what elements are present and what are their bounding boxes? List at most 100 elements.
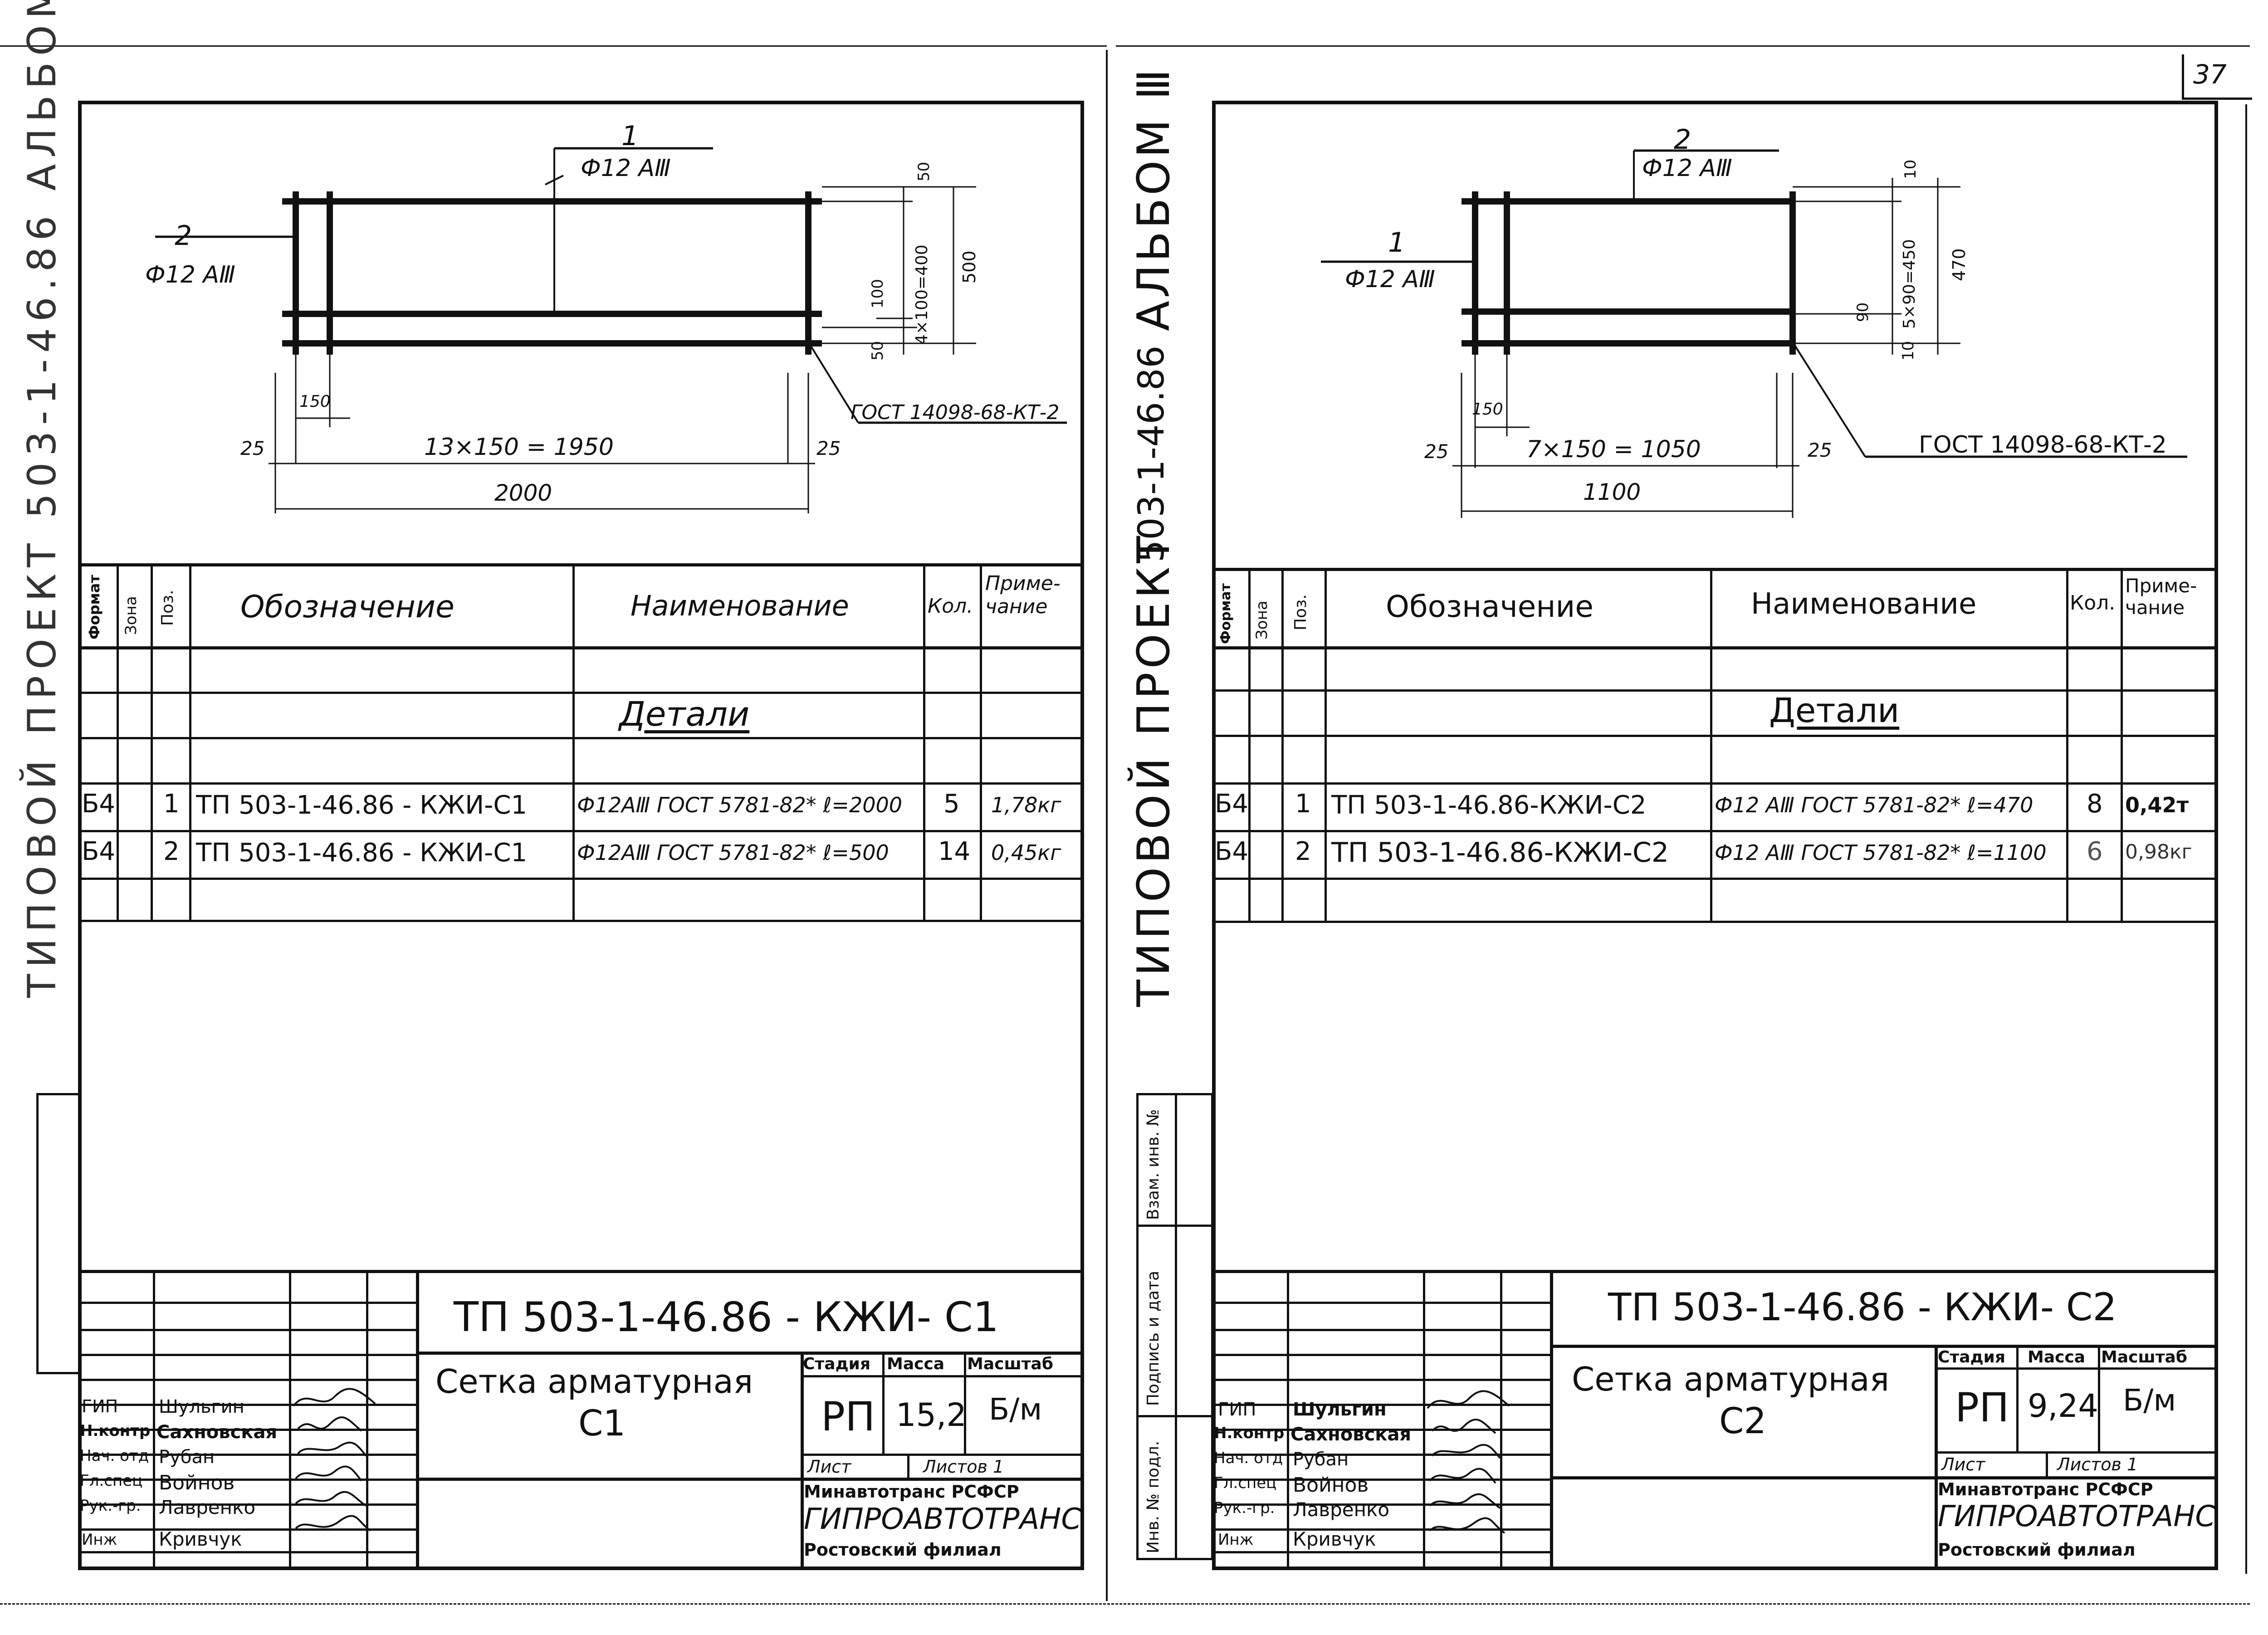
sheet-1-dim-step: 150 <box>299 392 331 411</box>
sheet-1-sheets-label: Листов 1 <box>923 1457 1004 1477</box>
sheet-2-role-3: Гл.спец <box>1214 1474 1277 1492</box>
sheet-1-dim-v-total: 500 <box>959 250 979 283</box>
sheet-2-sheets-label: Листов 1 <box>2057 1454 2138 1474</box>
sheet-2-header-pos: Поз. <box>1291 594 1310 630</box>
sheet-1-sheet-label: Лист <box>807 1457 851 1477</box>
sheet-1-name-1: Сахновская <box>156 1422 278 1443</box>
sheet-2-dim-left: 25 <box>1424 440 1449 463</box>
sheet-1-doc-title: Сетка арматурная <box>435 1362 753 1401</box>
sheet-2-header-qty: Кол. <box>2070 591 2116 615</box>
sheet-2-header-name: Наименование <box>1751 587 1977 621</box>
sheet-2-header-format: Формат <box>1218 583 1234 644</box>
sheet-2-role-4: Рук.-гр. <box>1214 1499 1275 1517</box>
sheet-1-dim-left: 25 <box>240 437 265 459</box>
sheet-1-header-designation: Обозначение <box>240 589 455 625</box>
sheet-1-row-1-qty: 5 <box>943 789 960 819</box>
sheet-2-name-5: Кривчук <box>1293 1528 1376 1550</box>
sheet-1-role-1: Н.контр <box>80 1422 151 1440</box>
sheet-1-branch: Ростовский филиал <box>804 1540 1002 1560</box>
sheet-1-scale-label: Масштаб <box>967 1355 1053 1373</box>
top-edge-line <box>0 45 1107 47</box>
sheet-1-dim-v-bot: 50 <box>869 341 887 361</box>
sheet-2-row-2-name: Ф12 АⅢ ГОСТ 5781-82* ℓ=1100 <box>1715 840 2047 865</box>
sheet-2-stage-label: Стадия <box>1938 1348 2005 1367</box>
page-number-box <box>2182 54 2252 100</box>
sheet-1-row-1-pos: 1 <box>163 789 180 819</box>
sheet-1-pos-1-label: 1 <box>621 120 639 152</box>
sheet-2-scale: Б/м <box>2123 1383 2176 1418</box>
bottom-edge-line <box>0 1603 2250 1605</box>
sheet-2-row-2-designation: ТП 503-1-46.86-КЖИ-С2 <box>1331 837 1669 869</box>
sheet-1-frame <box>78 101 1084 1570</box>
stamp-label-inv-orig: Инв. № подл. <box>1144 1440 1163 1553</box>
sheet-2-name-4: Лавренко <box>1293 1498 1390 1521</box>
sheet-1-header-name: Наименование <box>631 589 849 622</box>
sheet-1-name-3: Войнов <box>159 1471 235 1494</box>
sheet-2-row-1-format: Б4 <box>1215 789 1249 819</box>
sheet-2-branch: Ростовский филиал <box>1938 1540 2136 1560</box>
sheet-2-row-2-pos: 2 <box>1295 837 1311 866</box>
sheet-1-mesh-drawing <box>155 147 1067 513</box>
sheet-2-bar-left-label: Ф12 АⅢ <box>1345 266 1435 293</box>
sheet-1-role-4: Рук.-гр. <box>80 1497 141 1515</box>
stamp-label-inv-replace: Взам. инв. № <box>1144 1109 1163 1220</box>
sheet-1-dim-v-mid: 4×100=400 <box>913 244 931 345</box>
sheet-1-header-qty: Кол. <box>928 595 973 618</box>
top-edge-line <box>1116 45 2250 47</box>
sheet-2-dim-right: 25 <box>1808 439 1832 461</box>
sheet-2-dim-v-total: 470 <box>1949 248 1969 281</box>
sheet-2-mesh-drawing <box>1321 149 2187 518</box>
sheet-2-sheet-label: Лист <box>1941 1454 1985 1474</box>
sheet-1-doc-subtitle: С1 <box>578 1403 626 1444</box>
sheet-2-row-2-qty: 6 <box>2087 837 2103 866</box>
sheet-2-row-1-qty: 8 <box>2087 789 2103 819</box>
sheet-1-doc-code: ТП 503-1-46.86 - КЖИ- С1 <box>454 1293 999 1341</box>
sheet-1-mass: 15,2 <box>896 1396 967 1434</box>
sheet-2-role-1: Н.контр <box>1214 1424 1285 1442</box>
sheet-2-doc-subtitle: С2 <box>1719 1401 1767 1442</box>
sheet-2-row-1-designation: ТП 503-1-46.86-КЖИ-С2 <box>1331 791 1647 820</box>
sheet-1-weld-note: ГОСТ 14098-68-КТ-2 <box>850 401 1060 424</box>
sheet-1-bar-top-label: Ф12 АⅢ <box>581 155 671 182</box>
sheet-1-dim-right: 25 <box>816 437 841 459</box>
sheet-1-row-2-pos: 2 <box>163 837 180 866</box>
sheet-1-section-title: Детали <box>619 695 750 734</box>
sheet-1-ministry: Минавтотранс РСФСР <box>804 1482 1019 1502</box>
sheet-1-role-3: Гл.спец <box>80 1472 143 1490</box>
sheet-2-name-1: Сахновская <box>1290 1424 1412 1445</box>
sheet-2-role-5: Инж <box>1218 1531 1254 1549</box>
sheet-1-stage: РП <box>821 1393 875 1440</box>
sheet-2-dim-v-step: 90 <box>1854 302 1872 322</box>
sheet-1-row-1-designation: ТП 503-1-46.86 - КЖИ-С1 <box>196 791 528 820</box>
sheet-1-row-2-note: 0,45кг <box>991 840 1061 865</box>
sheet-1-name-0: Шульгин <box>159 1396 244 1417</box>
sheet-2-header-designation: Обозначение <box>1386 589 1593 624</box>
sheet-1-name-5: Кривчук <box>159 1528 242 1550</box>
sheet-1-stage-label: Стадия <box>803 1355 870 1373</box>
sheet-2-row-1-note: 0,42т <box>2125 793 2189 817</box>
page-number: 37 <box>2193 59 2227 90</box>
side-title-album: АЛЬБОМ Ⅲ <box>1128 66 1180 331</box>
sheet-1-dim-v-step: 100 <box>869 279 887 308</box>
sheet-1-pos-2-label: 2 <box>175 220 192 252</box>
sheet-2-row-1-name: Ф12 АⅢ ГОСТ 5781-82* ℓ=470 <box>1715 793 2033 817</box>
sheet-2-right-frame-shadow <box>2245 104 2247 1574</box>
sheet-1-mass-label: Масса <box>887 1355 945 1373</box>
sheet-1-dim-mid: 13×150 = 1950 <box>424 434 614 461</box>
sheet-1-name-2: Рубан <box>159 1447 215 1468</box>
sheet-1-row-1-note: 1,78кг <box>991 793 1061 817</box>
sheet-2-role-2: Нач. отд <box>1214 1449 1283 1467</box>
sheet-2-name-0: Шульгин <box>1293 1399 1387 1420</box>
sheet-1-header-zone: Зона <box>122 596 140 635</box>
sheet-1-role-0: ГИП <box>82 1396 118 1416</box>
sheet-1-header-note: Приме- чание <box>985 572 1061 618</box>
sheet-1-margin-mark <box>36 1093 79 1374</box>
sheet-1-row-2-qty: 14 <box>938 837 971 866</box>
sheet-2-role-0: ГИП <box>1218 1399 1256 1420</box>
sheet-2-row-1-pos: 1 <box>1295 789 1311 819</box>
sheet-1-row-1-format: Б4 <box>82 789 116 819</box>
sheet-2-org: ГИПРОАВТОТРАНС <box>1938 1500 2216 1533</box>
sheet-2-dim-mid: 7×150 = 1050 <box>1526 436 1701 463</box>
sheet-1-signatures <box>293 1388 376 1532</box>
sheet-2-mass-label: Масса <box>2028 1348 2086 1367</box>
